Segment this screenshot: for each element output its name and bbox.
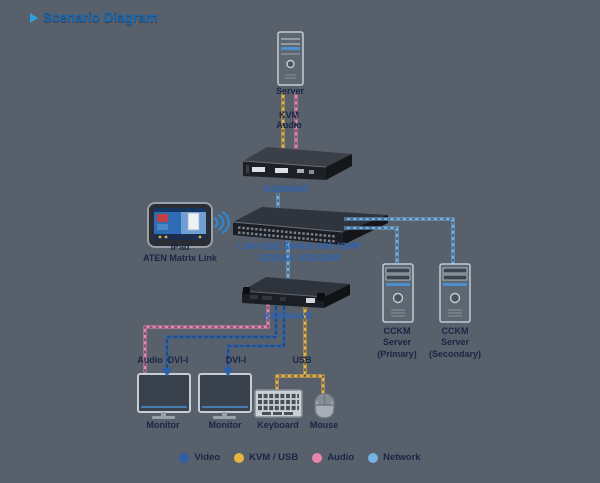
dvi-arrow-1 [162,368,172,377]
video-cable-1-core [166,300,277,370]
arrowhead-layer [162,368,233,377]
keyboard-icon [254,389,303,418]
legend: Video KVM / USB Audio Network [0,452,600,463]
monitor2-icon [198,373,252,419]
dvi-cable-label-2: DVI-I [225,355,247,365]
legend-item-audio: Audio [312,452,354,463]
server-icon [277,31,304,86]
video-cable-2-core [227,300,285,370]
legend-item-network: Network [368,452,421,463]
ipad-icon [147,202,213,248]
ke6940ar-label: KE6940AR [263,311,313,322]
monitor1-label: Monitor [146,420,180,430]
network-legend-dot [368,452,379,463]
cable-layer-switch [286,217,455,284]
monitor2-label: Monitor [208,420,242,430]
cckm-primary-server-icon [382,263,414,323]
cckm-secondary-server-icon [439,263,471,323]
cable-layer-back [143,92,325,396]
network-cable-primary [344,226,399,266]
ipad-label: iPad ATEN Matrix Link [143,242,217,264]
wireless-signal-icon [213,211,230,234]
ke6940at-label: KE6940AT [263,184,311,195]
mouse-icon [314,393,335,419]
video-legend-dot [179,452,190,463]
lan-switch-label: LAN GbE Switch with IGMP ES0154 / ES0154… [238,241,362,264]
dvi-arrow-2 [223,368,233,377]
usb-cable-core [276,300,324,396]
legend-item-video: Video [179,452,220,463]
server-label: Server [275,86,305,96]
audio-legend-dot [312,452,323,463]
lan-switch-device [232,207,388,245]
ke6940at-device [242,147,352,180]
page-title: Scenario Diagram [30,10,158,25]
kvm-cable-label: KVM [279,110,299,120]
legend-item-kvm-usb: KVM / USB [234,452,298,463]
dvi-cable-label-1: DVI-I [167,355,189,365]
network-legend-label: Network [383,452,421,463]
kvm-usb-legend-dot [234,452,245,463]
mouse-label: Mouse [309,420,339,430]
usb-cable-label: USB [292,355,312,365]
keyboard-label: Keyboard [257,420,299,430]
audio-cable-label-top: Audio [276,120,302,130]
monitor1-icon [137,373,191,419]
audio-cable-label-bottom: Audio [137,355,163,365]
cckm-primary-label: CCKM Server (Primary) [377,326,417,359]
ke6940ar-device [241,277,350,308]
kvm-usb-legend-label: KVM / USB [249,452,299,463]
audio-legend-label: Audio [327,452,355,463]
title-bullet-icon [30,12,38,23]
audio-cable-bottom-core [144,300,269,374]
cckm-secondary-label: CCKM Server (Secondary) [428,326,481,359]
network-cable-secondary [344,217,455,266]
page-title-text: Scenario Diagram [43,10,158,25]
video-legend-label: Video [194,452,221,463]
